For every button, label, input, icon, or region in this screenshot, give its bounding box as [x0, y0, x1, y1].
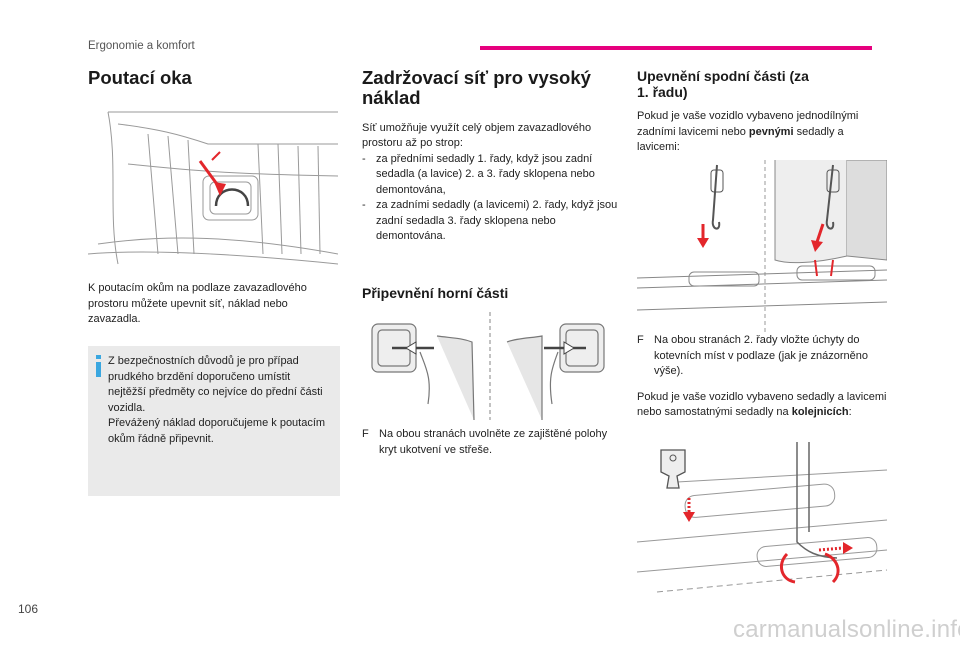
- page-number: 106: [18, 602, 39, 616]
- title-tall-load-net: Zadržovací síť pro vysoký náklad: [362, 67, 591, 109]
- lashing-eyes-description: K poutacím okům na podlaze zavazadlového…: [88, 282, 307, 325]
- section-header: Ergonomie a komfort: [88, 40, 195, 52]
- list-item: za předními sedadly 1. řady, když jsou z…: [362, 152, 620, 199]
- title-lower-fixing: Upevnění spodní části (za 1. řadu): [637, 68, 809, 101]
- top-fixing-step: F Na obou stranách uvolněte ze zajištěné…: [362, 428, 608, 456]
- rail-seats-text: Pokud je vaše vozidlo vybaveno sedadly a…: [637, 390, 887, 419]
- column-lashing-eyes: Poutací oka: [88, 67, 343, 88]
- net-usage-list: za předními sedadly 1. řady, když jsou z…: [362, 152, 620, 245]
- rail-anchor-illustration: [637, 442, 888, 593]
- subtitle-top-fixing: Připevnění horní části: [362, 284, 509, 301]
- header-accent-bar: [480, 46, 872, 50]
- fixed-seats-text: Pokud je vaše vozidlo vybaveno jednodíln…: [637, 110, 859, 154]
- column-lower-fixing: Upevnění spodní části (za 1. řadu) Pokud…: [637, 68, 889, 156]
- safety-info-box: Z bezpečnostních důvodů je pro případ pr…: [88, 346, 340, 496]
- checkbox-icon: F: [362, 428, 369, 440]
- list-item: za zadními sedadly (a lavicemi) 2. řady,…: [362, 198, 620, 245]
- info-text-2: Převážený náklad doporučujeme k poutacím…: [108, 417, 326, 445]
- floor-anchor-illustration: [637, 160, 887, 332]
- watermark: carmanualsonline.info: [733, 616, 960, 643]
- column-tall-load-net: Zadržovací síť pro vysoký náklad Síť umo…: [362, 67, 620, 301]
- title-lashing-eyes: Poutací oka: [88, 67, 192, 88]
- lower-fixing-step: F Na obou stranách 2. řady vložte úchyty…: [637, 333, 889, 421]
- roof-anchor-illustration: [371, 312, 605, 420]
- info-text-1: Z bezpečnostních důvodů je pro případ pr…: [108, 355, 323, 414]
- info-icon: [96, 355, 101, 377]
- checkbox-icon: F: [637, 334, 644, 346]
- lashing-eye-illustration: [88, 111, 338, 265]
- net-intro: Síť umožňuje využít celý objem zavazadlo…: [362, 121, 592, 150]
